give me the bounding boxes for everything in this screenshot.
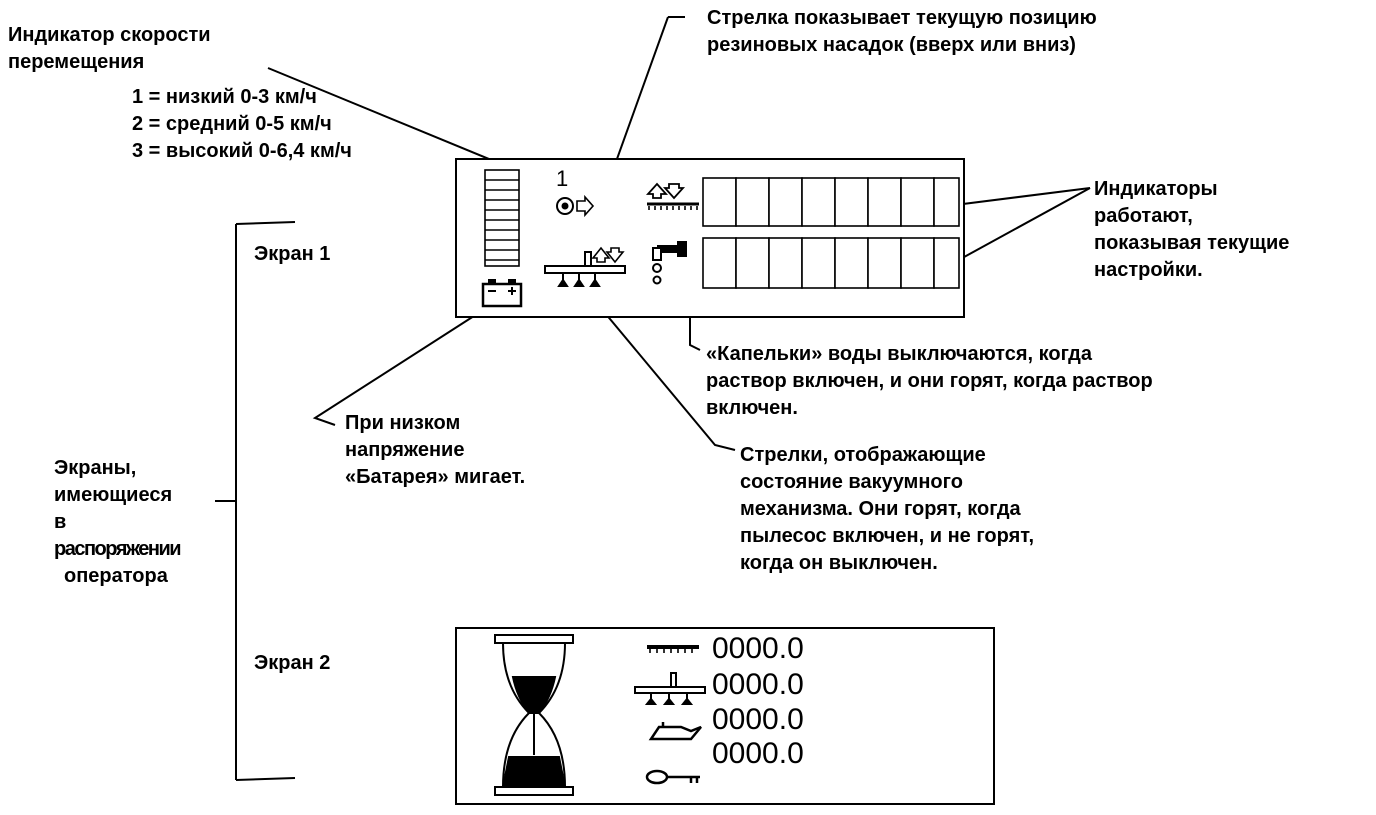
speed-modes-list: 1 = низкий 0-3 км/ч 2 = средний 0-5 км/ч… — [132, 84, 352, 165]
speed-mode-icon — [556, 194, 595, 218]
battery-note: При низком напряжение «Батарея» мигает. — [345, 412, 526, 488]
screen2-display — [455, 627, 995, 805]
scrub-deck-icon — [647, 645, 699, 653]
drops-note: «Капельки» воды выключаются, когда раств… — [706, 343, 1153, 419]
screen2-label: Экран 2 — [254, 652, 331, 674]
speed-current-value: 1 — [556, 166, 569, 191]
engine-oil-can-icon — [648, 722, 702, 741]
speed-bar-graph — [484, 169, 520, 267]
screens-note: Экраны, имеющиеся в распоряжении операто… — [54, 457, 182, 587]
screen1-display — [455, 158, 965, 318]
speed-mode-low: 1 = низкий 0-3 км/ч — [132, 86, 317, 108]
key-icon — [645, 769, 700, 785]
speed-title: Индикатор скорости перемещения — [8, 24, 211, 73]
indicators-note: Индикаторы работают, показывая текущие н… — [1094, 178, 1290, 281]
squeegee-icon — [544, 251, 626, 287]
hourglass-icon — [494, 634, 574, 796]
screen1-label: Экран 1 — [254, 243, 331, 265]
hour-meter-key: 0000.0 — [712, 737, 804, 770]
hour-meter-vacuum: 0000.0 — [712, 668, 804, 701]
solution-level-segments — [702, 177, 960, 227]
brush-up-down-arrows-icon — [645, 182, 686, 200]
water-faucet-icon — [652, 241, 687, 285]
battery-icon — [481, 279, 523, 308]
hour-meter-engine: 0000.0 — [712, 703, 804, 736]
arrow-note: Стрелка показывает текущую позицию резин… — [707, 7, 1097, 56]
vacuum-arrows-icon — [591, 246, 625, 264]
vacuum-note: Стрелки, отображающие состояние вакуумно… — [740, 444, 1035, 574]
brush-pressure-segments — [702, 237, 960, 289]
vacuum-squeegee-icon — [634, 672, 706, 705]
speed-mode-medium: 2 = средний 0-5 км/ч — [132, 113, 332, 135]
hour-meter-brush: 0000.0 — [712, 632, 804, 665]
scrub-deck-icon — [647, 202, 699, 210]
speed-mode-high: 3 = высокий 0-6,4 км/ч — [132, 140, 352, 162]
